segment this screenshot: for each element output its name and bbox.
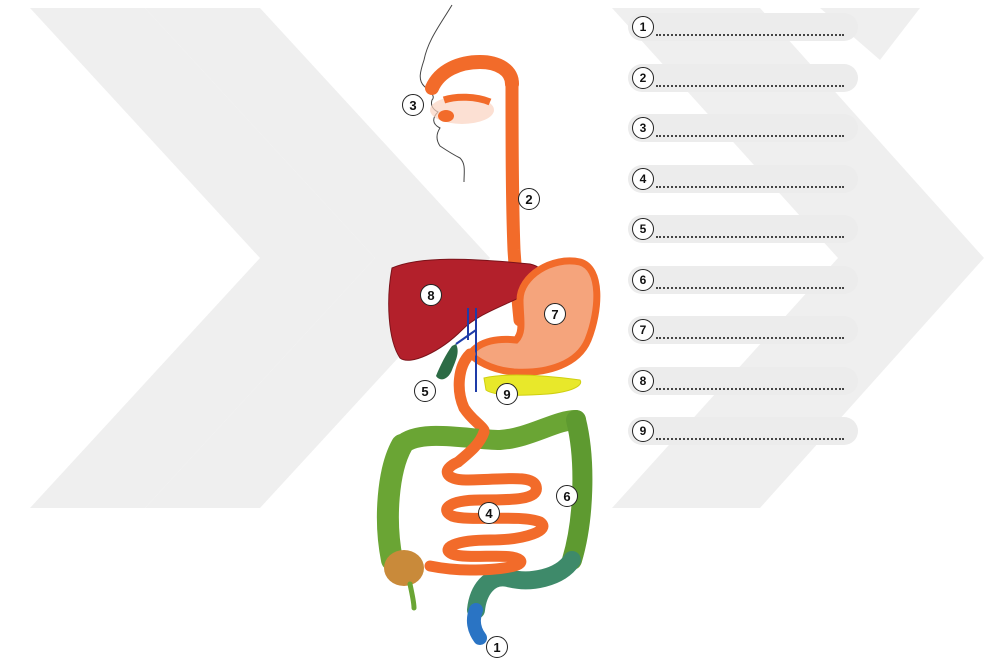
answer-number: 8 bbox=[632, 370, 654, 392]
marker-8: 8 bbox=[420, 284, 442, 306]
answer-number: 1 bbox=[632, 16, 654, 38]
answer-blank-line[interactable] bbox=[656, 186, 844, 188]
colon-ascending bbox=[388, 445, 402, 560]
marker-3: 3 bbox=[402, 94, 424, 116]
answer-blank-line[interactable] bbox=[656, 34, 844, 36]
answer-row-6[interactable]: 6 bbox=[628, 266, 858, 294]
answer-row-5[interactable]: 5 bbox=[628, 215, 858, 243]
head-outline bbox=[420, 5, 464, 182]
answer-number: 4 bbox=[632, 168, 654, 190]
answer-blank-line[interactable] bbox=[656, 438, 844, 440]
marker-9: 9 bbox=[496, 383, 518, 405]
answer-row-7[interactable]: 7 bbox=[628, 316, 858, 344]
answer-number: 3 bbox=[632, 117, 654, 139]
small-intestine bbox=[430, 432, 543, 570]
answer-number: 7 bbox=[632, 319, 654, 341]
marker-1: 1 bbox=[486, 636, 508, 658]
answer-blank-line[interactable] bbox=[656, 287, 844, 289]
answer-row-9[interactable]: 9 bbox=[628, 417, 858, 445]
answer-row-4[interactable]: 4 bbox=[628, 165, 858, 193]
gallbladder bbox=[436, 344, 458, 379]
marker-6: 6 bbox=[556, 485, 578, 507]
rectum bbox=[474, 610, 480, 638]
answer-number: 2 bbox=[632, 67, 654, 89]
answer-blank-line[interactable] bbox=[656, 135, 844, 137]
answer-number: 6 bbox=[632, 269, 654, 291]
marker-2: 2 bbox=[518, 188, 540, 210]
answer-row-8[interactable]: 8 bbox=[628, 367, 858, 395]
marker-4: 4 bbox=[478, 502, 500, 524]
answer-blank-line[interactable] bbox=[656, 388, 844, 390]
answer-blank-line[interactable] bbox=[656, 85, 844, 87]
marker-7: 7 bbox=[544, 303, 566, 325]
answer-row-3[interactable]: 3 bbox=[628, 114, 858, 142]
appendix bbox=[410, 584, 414, 608]
mouth-pharynx bbox=[432, 62, 512, 88]
caecum bbox=[384, 550, 424, 586]
answer-row-1[interactable]: 1 bbox=[628, 13, 858, 41]
teeth bbox=[438, 110, 454, 122]
answer-number: 9 bbox=[632, 420, 654, 442]
answer-number: 5 bbox=[632, 218, 654, 240]
answer-blank-line[interactable] bbox=[656, 337, 844, 339]
answer-row-2[interactable]: 2 bbox=[628, 64, 858, 92]
marker-5: 5 bbox=[414, 380, 436, 402]
answer-blank-line[interactable] bbox=[656, 236, 844, 238]
